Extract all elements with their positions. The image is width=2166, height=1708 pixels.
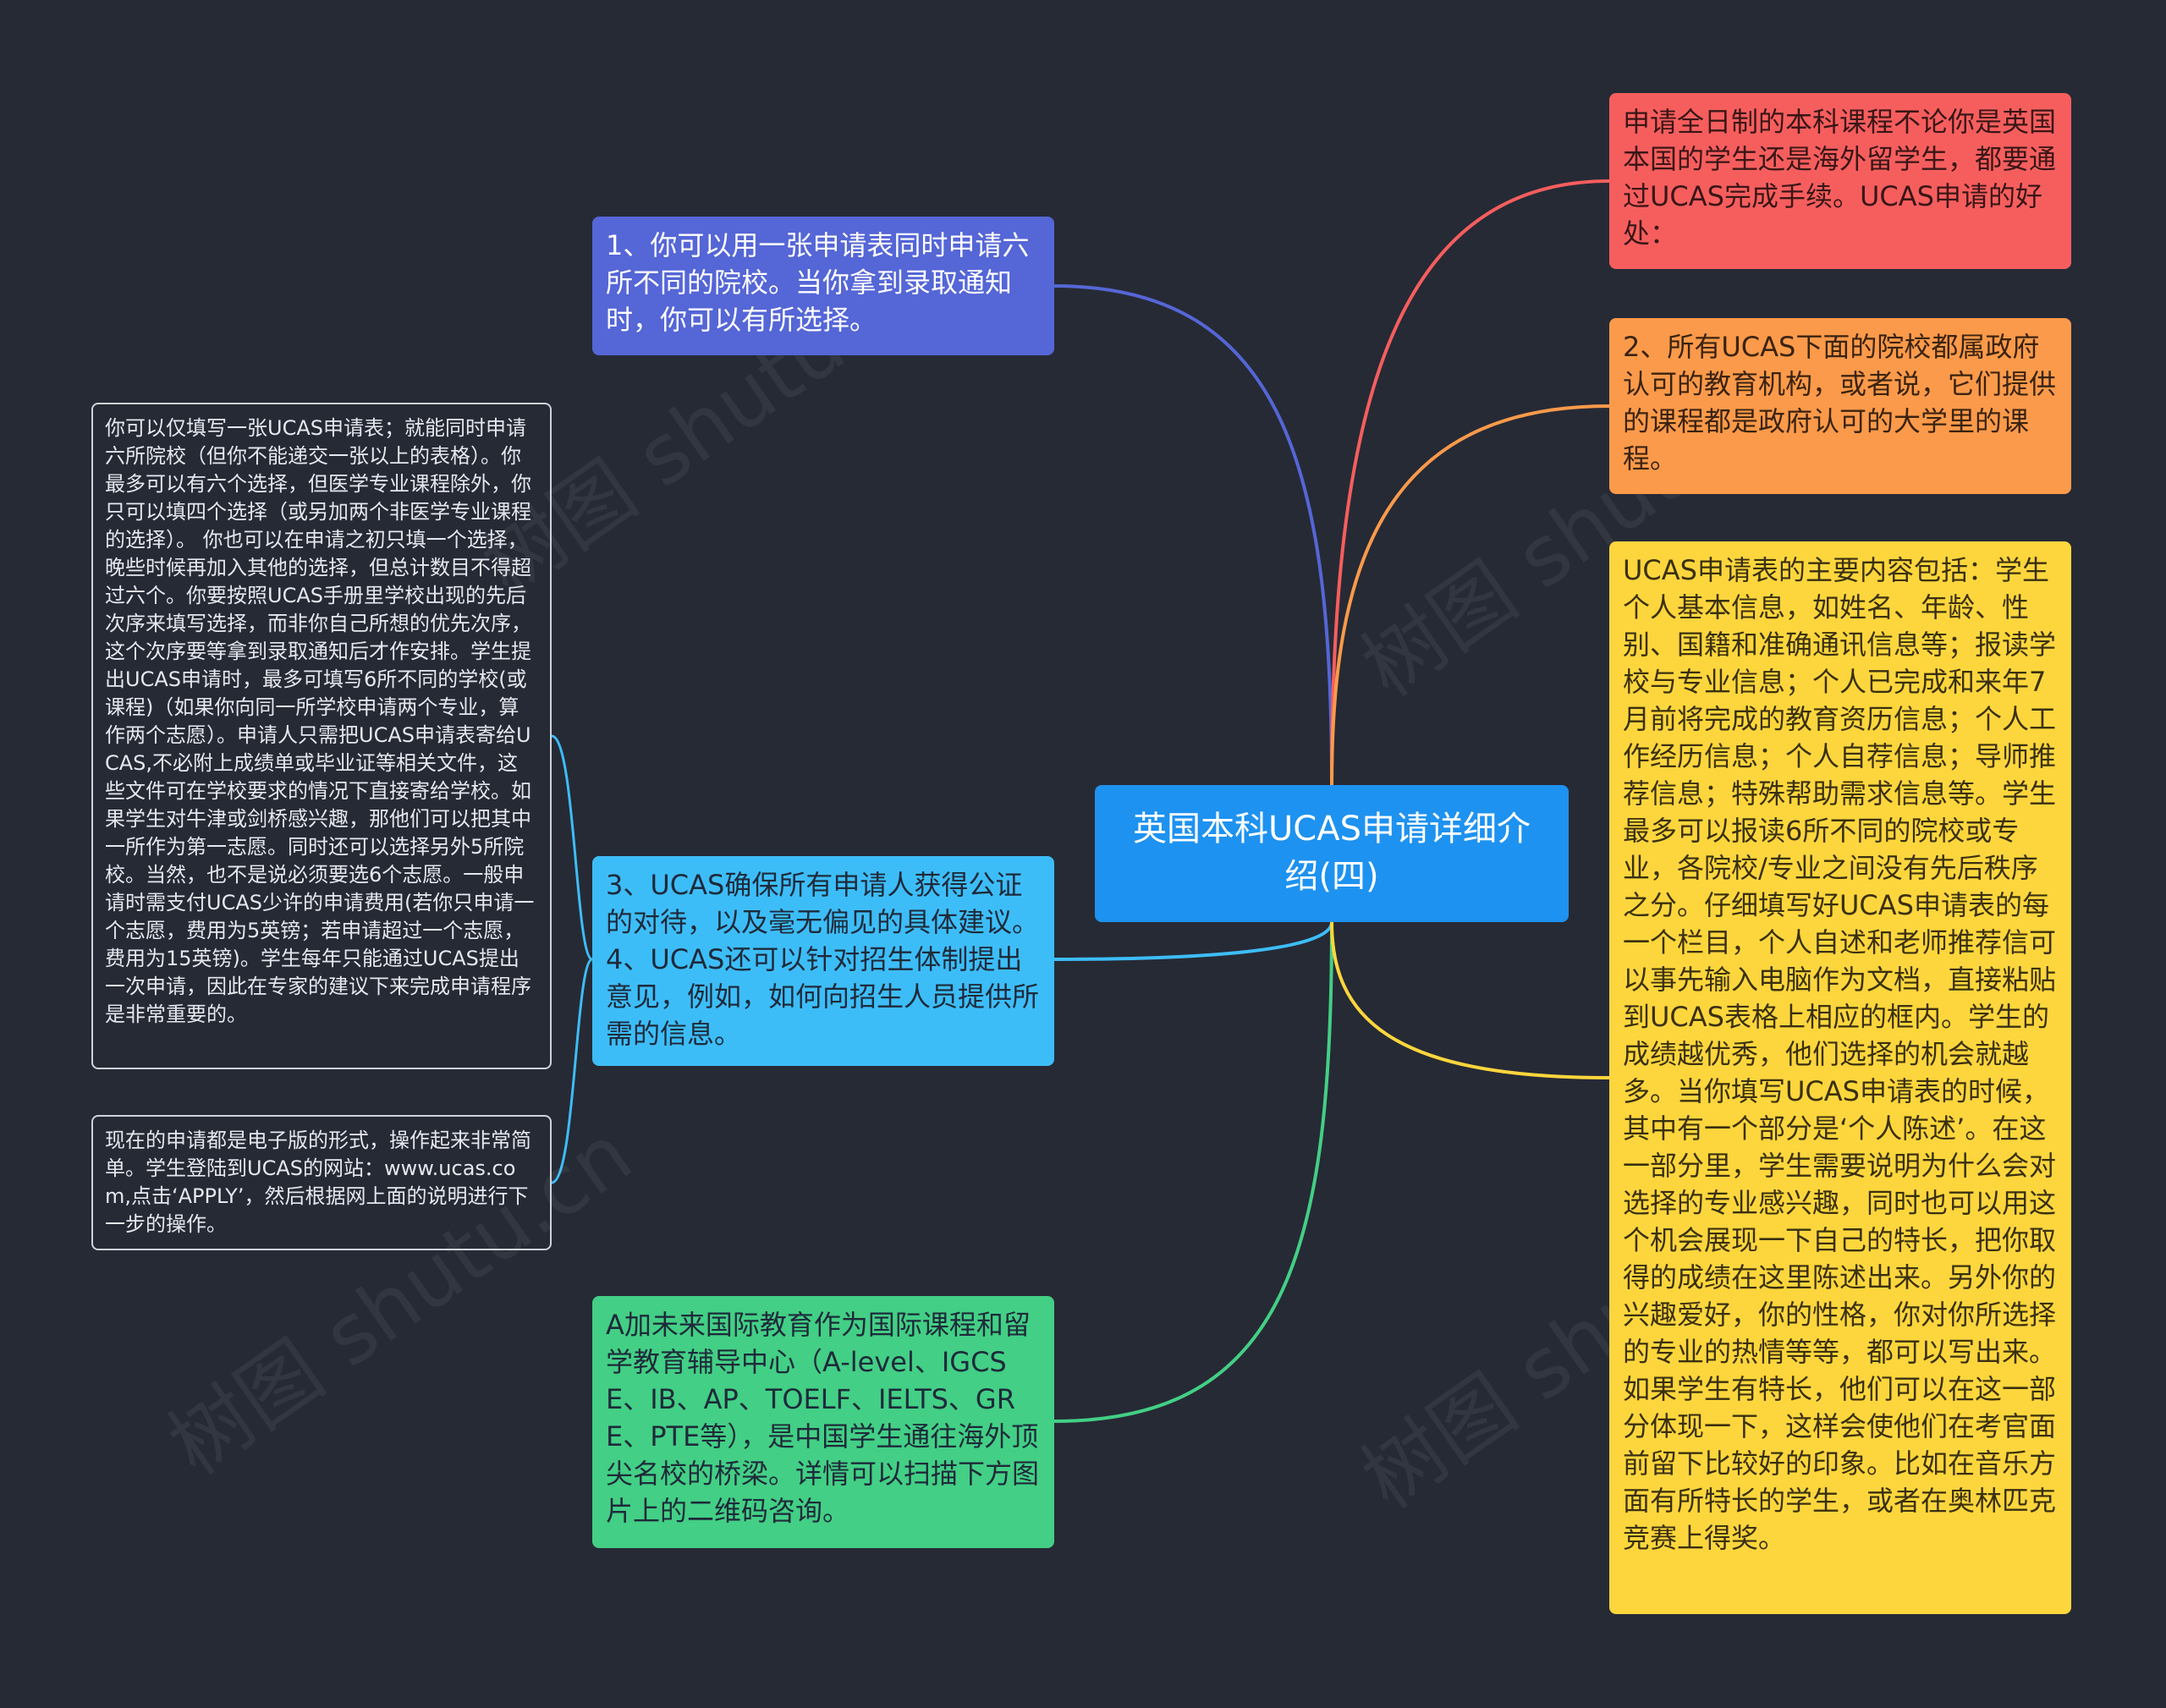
topic-text: 申请全日制的本科课程不论你是英国本国的学生还是海外留学生，都要通过UCAS完成手…	[1623, 106, 2057, 250]
link-left2-sub1	[551, 734, 593, 961]
topic-text: 2、所有UCAS下面的院校都属政府认可的教育机构，或者说，它们提供的课程都是政府…	[1623, 331, 2057, 475]
topic-node-left3[interactable]: A加未来国际教育作为国际课程和留学教育辅导中心（A-level、IGCSE、IB…	[592, 1296, 1054, 1548]
topic-node-right3[interactable]: UCAS申请表的主要内容包括：学生个人基本信息，如姓名、年龄、性别、国籍和准确通…	[1609, 541, 2071, 1614]
link-center-right2	[1330, 404, 1610, 786]
central-topic[interactable]: 英国本科UCAS申请详细介绍(四)	[1095, 785, 1569, 922]
topic-text: 1、你可以用一张申请表同时申请六所不同的院校。当你拿到录取通知时，你可以有所选择…	[606, 229, 1030, 336]
topic-node-left2[interactable]: 3、UCAS确保所有申请人获得公证的对待，以及毫无偏见的具体建议。4、UCAS还…	[592, 856, 1054, 1066]
subtopic-node-1[interactable]: 你可以仅填写一张UCAS申请表；就能同时申请六所院校（但你不能递交一张以上的表格…	[91, 403, 552, 1069]
topic-text: A加未来国际教育作为国际课程和留学教育辅导中心（A-level、IGCSE、IB…	[606, 1309, 1040, 1527]
link-center-right3	[1330, 921, 1610, 1079]
topic-text: 3、UCAS确保所有申请人获得公证的对待，以及毫无偏见的具体建议。4、UCAS还…	[606, 869, 1040, 1050]
subtopic-text: 你可以仅填写一张UCAS申请表；就能同时申请六所院校（但你不能递交一张以上的表格…	[105, 416, 535, 1026]
topic-node-right1[interactable]: 申请全日制的本科课程不论你是英国本国的学生还是海外留学生，都要通过UCAS完成手…	[1609, 93, 2071, 269]
link-left2-sub2	[551, 958, 593, 1184]
topic-node-left1[interactable]: 1、你可以用一张申请表同时申请六所不同的院校。当你拿到录取通知时，你可以有所选择…	[592, 217, 1054, 355]
link-center-right1	[1330, 179, 1610, 786]
link-center-left2	[1053, 921, 1333, 961]
subtopic-text: 现在的申请都是电子版的形式，操作起来非常简单。学生登陆到UCAS的网站：www.…	[105, 1129, 531, 1236]
link-center-left3	[1053, 921, 1333, 1423]
topic-node-right2[interactable]: 2、所有UCAS下面的院校都属政府认可的教育机构，或者说，它们提供的课程都是政府…	[1609, 318, 2071, 494]
subtopic-node-2[interactable]: 现在的申请都是电子版的形式，操作起来非常简单。学生登陆到UCAS的网站：www.…	[91, 1115, 552, 1250]
link-center-left1	[1053, 284, 1333, 786]
central-topic-text: 英国本科UCAS申请详细介绍(四)	[1133, 810, 1531, 896]
topic-text: UCAS申请表的主要内容包括：学生个人基本信息，如姓名、年龄、性别、国籍和准确通…	[1623, 554, 2057, 1554]
